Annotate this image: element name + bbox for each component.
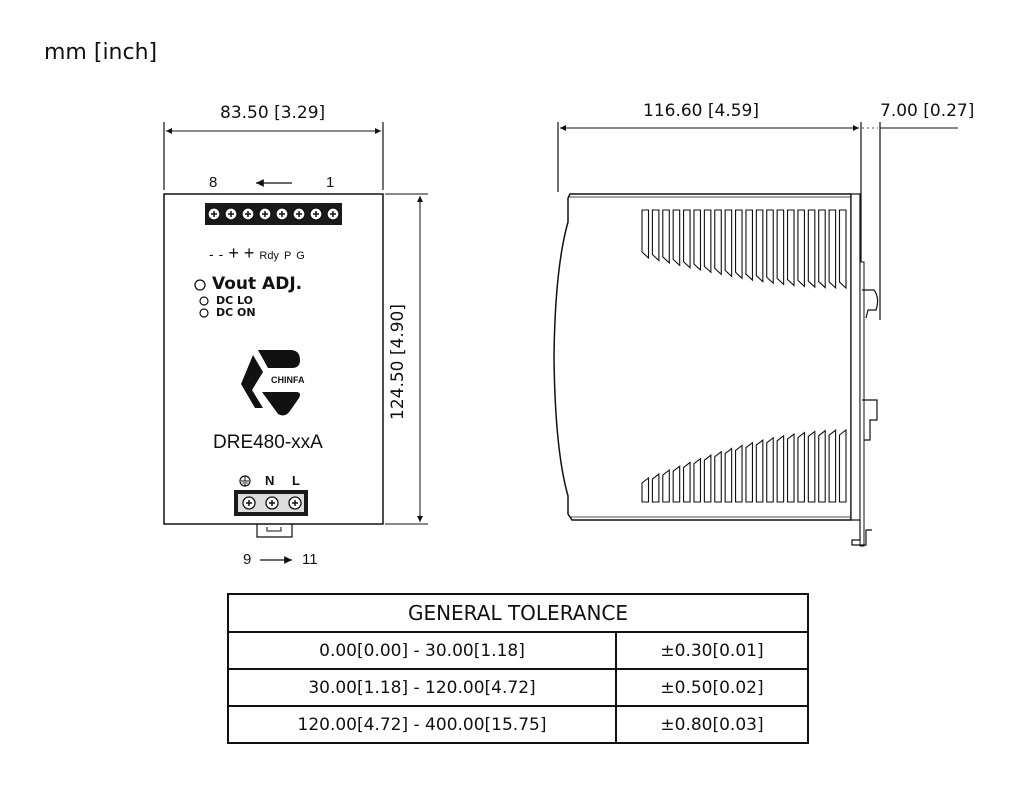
height-dimension-label: 124.50 [4.90] [388, 303, 408, 420]
signal-label: P [283, 250, 292, 262]
line-label: L [292, 473, 300, 488]
din-rail-latch-top [862, 289, 879, 319]
range-cell: 0.00[0.00] - 30.00[1.18] [227, 631, 617, 670]
chinfa-logo-icon [241, 350, 300, 416]
range-cell: 120.00[4.72] - 400.00[15.75] [227, 705, 617, 744]
tolerance-cell: ±0.30[0.01] [615, 631, 809, 670]
table-row: 0.00[0.00] - 30.00[1.18] ±0.30[0.01] [227, 631, 809, 670]
front-view [163, 122, 428, 564]
table-row: 30.00[1.18] - 120.00[4.72] ±0.50[0.02] [227, 668, 809, 707]
vent-slots-bottom [641, 428, 847, 503]
vout-adj-potentiometer-icon [194, 279, 206, 291]
dc-on-label: DC ON [216, 306, 256, 319]
signal-label: + [228, 243, 239, 263]
tolerance-cell: ±0.80[0.03] [615, 705, 809, 744]
units-label: mm [inch] [44, 40, 158, 65]
depth-dimension-label: 116.60 [4.59] [643, 101, 760, 121]
signal-label: Rdy [259, 250, 279, 262]
brand-label: CHINFA [271, 375, 305, 385]
table-row: 120.00[4.72] - 400.00[15.75] ±0.80[0.03] [227, 705, 809, 744]
vent-slots-top [641, 209, 847, 290]
dc-lo-label: DC LO [216, 294, 254, 307]
signal-label: G [296, 250, 305, 262]
top-terminal-block [205, 203, 342, 225]
dc-lo-led-icon [199, 296, 209, 306]
top-pin-start-label: 8 [209, 174, 218, 191]
tolerance-table: GENERAL TOLERANCE 0.00[0.00] - 30.00[1.1… [227, 593, 809, 744]
vout-adj-label: Vout ADJ. [212, 274, 303, 294]
side-housing [553, 193, 852, 521]
tolerance-cell: ±0.50[0.02] [615, 668, 809, 707]
bottom-pin-start-label: 9 [243, 551, 252, 568]
width-dimension-label: 83.50 [3.29] [220, 103, 326, 123]
top-pin-end-label: 1 [326, 174, 335, 191]
range-cell: 30.00[1.18] - 120.00[4.72] [227, 668, 617, 707]
signal-label: - [209, 246, 214, 262]
bottom-pin-end-label: 11 [302, 551, 318, 568]
side-view [553, 122, 958, 547]
din-clip [256, 524, 293, 538]
dc-on-led-icon [199, 308, 209, 318]
rail-dimension-label: 7.00 [0.27] [880, 101, 975, 121]
neutral-label: N [265, 473, 275, 488]
signal-labels-row: - - + + Rdy P G [209, 243, 349, 264]
signal-label: + [243, 243, 255, 263]
din-rail-latch-bottom [862, 399, 878, 441]
model-label: DRE480-xxA [213, 432, 323, 453]
signal-label: - [218, 246, 224, 262]
tolerance-table-title: GENERAL TOLERANCE [227, 593, 809, 633]
